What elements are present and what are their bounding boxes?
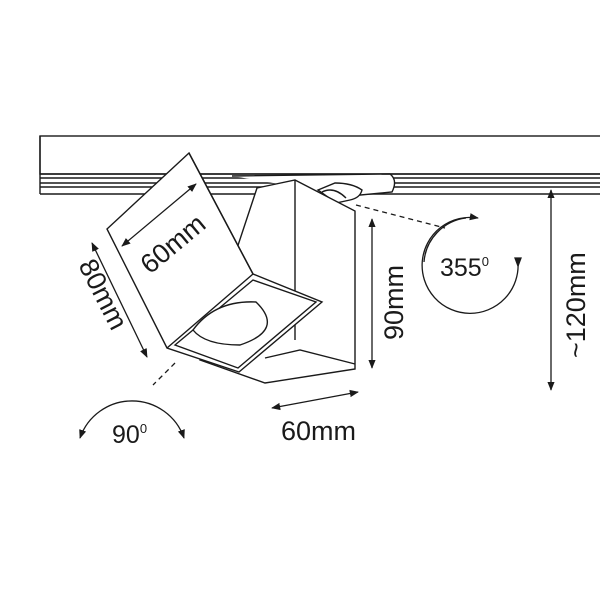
tilt-label: 900 (112, 421, 147, 449)
track-rail (39, 135, 600, 197)
tilt-guide-line (152, 362, 176, 386)
body-width-label: 60mm (281, 416, 356, 446)
horizontal-rotation-label: 3550 (440, 254, 489, 282)
tilt-arc-icon (79, 400, 185, 439)
rotation-arc-icon (421, 213, 519, 314)
body-width-arrow (271, 389, 359, 411)
body-height-label: 90mm (379, 265, 409, 340)
head-length-label: 80mm (73, 254, 134, 334)
head-length-arrow (91, 242, 148, 358)
rotation-arc-icon-2 (423, 217, 467, 263)
head-width-arrow (121, 183, 197, 247)
rotation-guide-line (355, 204, 446, 229)
total-height-label: ~120mm (561, 252, 591, 358)
track-adapter (316, 182, 363, 204)
